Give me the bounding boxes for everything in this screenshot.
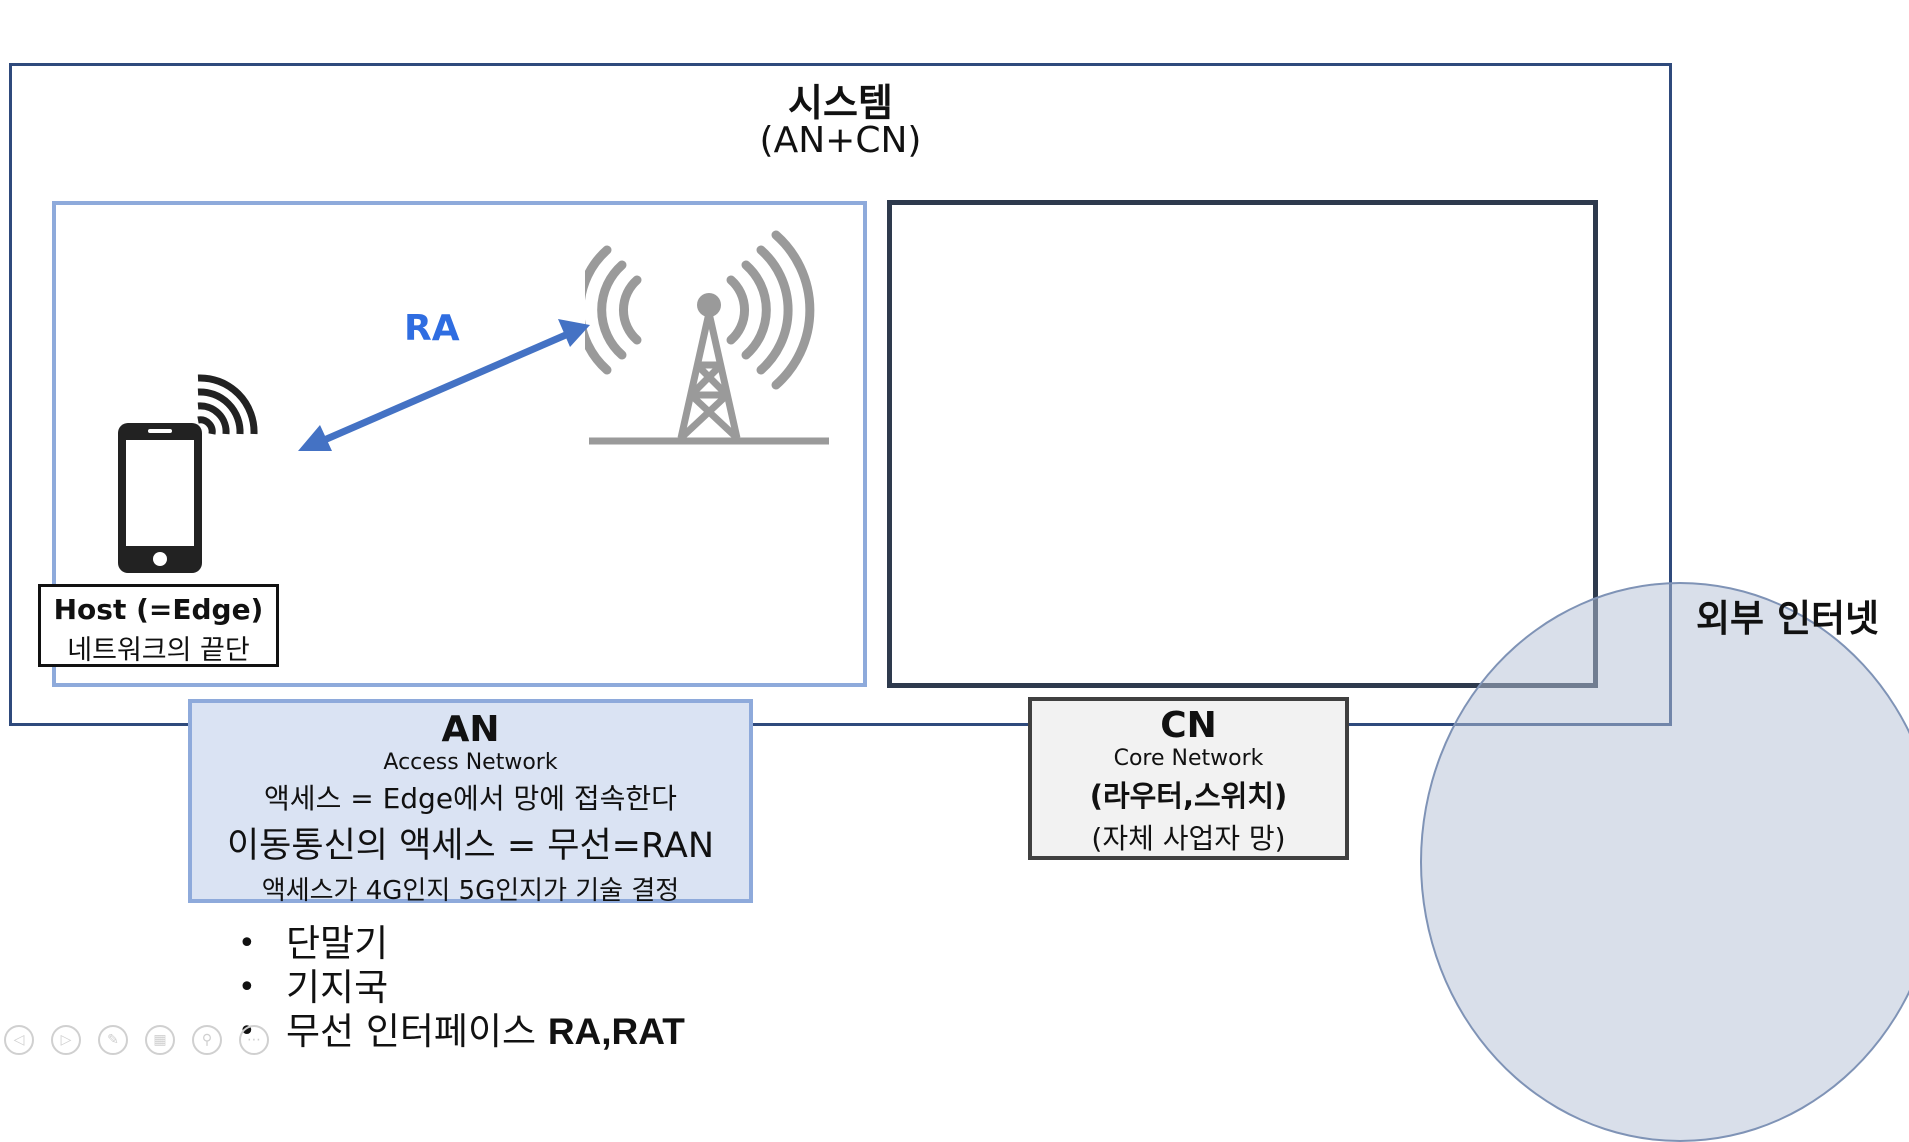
an-subtitle: Access Network: [383, 750, 558, 775]
cn-title: CN: [1160, 705, 1217, 746]
host-label-box: Host (=Edge) 네트워크의 끝단: [38, 584, 279, 667]
core-network-region: [887, 200, 1598, 688]
ra-double-arrow: [298, 319, 590, 451]
an-label-box: AN Access Network 액세스 = Edge에서 망에 접속한다 이…: [188, 699, 753, 906]
pen-icon[interactable]: ✎: [98, 1025, 128, 1055]
system-title: 시스템: [788, 81, 893, 125]
host-subtitle: 네트워크의 끝단: [67, 635, 250, 666]
smartphone-icon: [118, 374, 258, 573]
an-line-2: 이동통신의 액세스 = 무선=RAN: [226, 826, 715, 866]
bullet-text: 무선 인터페이스: [286, 1010, 548, 1053]
ra-label: RA: [404, 308, 460, 349]
system-subtitle: (AN+CN): [759, 120, 922, 161]
more-icon[interactable]: ⋯: [239, 1025, 269, 1055]
component-bullet-list: 단말기 기지국 무선 인터페이스 RA,RAT: [238, 922, 685, 1054]
bullet-bold-text: RA,RAT: [547, 1011, 685, 1052]
slides-icon[interactable]: ▦: [145, 1025, 175, 1055]
host-title: Host (=Edge): [53, 593, 264, 626]
external-internet-label: 외부 인터넷: [1696, 597, 1880, 640]
slideshow-controls: ◁ ▷ ✎ ▦ ⚲ ⋯: [4, 1025, 269, 1055]
cn-label-box: CN Core Network (라우터,스위치) (자체 사업자 망): [1028, 697, 1349, 860]
cell-tower-icon: [585, 230, 829, 445]
external-internet-ellipse: [1420, 582, 1909, 1142]
prev-slide-icon[interactable]: ◁: [4, 1025, 34, 1055]
cn-line-1: (라우터,스위치): [1089, 779, 1288, 813]
an-title: AN: [441, 709, 500, 750]
cn-line-2: (자체 사업자 망): [1091, 822, 1286, 855]
bullet-text: 단말기: [286, 922, 389, 965]
access-network-region: [52, 201, 867, 687]
an-line-1: 액세스 = Edge에서 망에 접속한다: [264, 782, 677, 815]
list-item: 기지국: [238, 966, 685, 1010]
zoom-icon[interactable]: ⚲: [192, 1025, 222, 1055]
list-item: 무선 인터페이스 RA,RAT: [238, 1010, 685, 1054]
bullet-text: 기지국: [286, 966, 389, 1009]
an-line-3: 액세스가 4G인지 5G인지가 기술 결정: [261, 876, 680, 906]
list-item: 단말기: [238, 922, 685, 966]
cn-subtitle: Core Network: [1113, 746, 1264, 771]
system-box: [9, 63, 1672, 726]
next-slide-icon[interactable]: ▷: [51, 1025, 81, 1055]
